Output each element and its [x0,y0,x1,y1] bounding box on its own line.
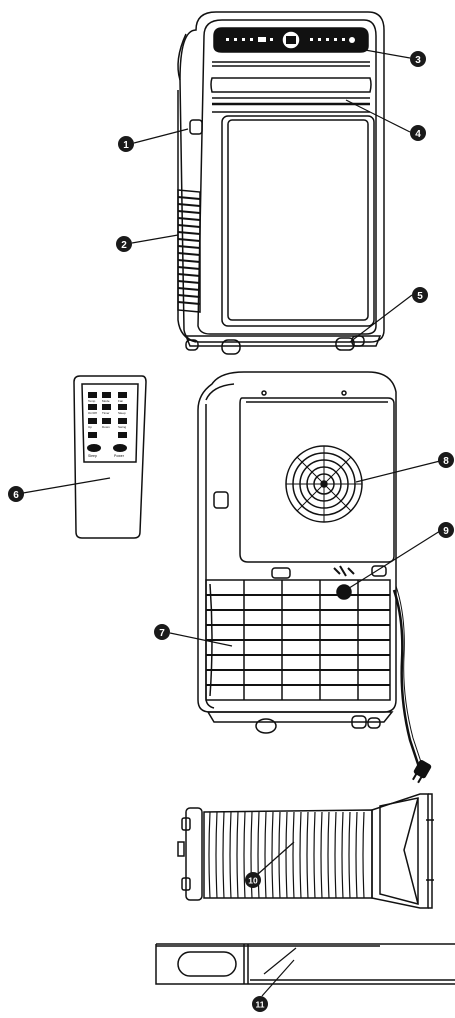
callout-10-number: 10 [248,876,258,886]
remote-label-mode: Mode [102,399,110,403]
callout-2-number: 2 [121,240,127,251]
remote-label-timer: Timer [102,411,110,415]
callout-1: 1 [118,136,134,152]
exhaust-hose [177,793,434,909]
rear-air-intake-grille [205,579,391,701]
callout-6-number: 6 [13,490,19,501]
callout-9-number: 9 [443,526,449,537]
callout-11-leader [261,959,295,997]
callout-2: 2 [116,236,132,252]
exhaust-outlet [285,445,363,523]
remote-label-up: Up [88,425,92,429]
remote-label-onoff: On/Off [88,411,97,415]
callout-3-number: 3 [415,55,421,66]
rear-view-unit [197,371,432,784]
callout-layer [22,46,441,975]
remote-control: Temp Mode Fan On/Off Timer Sleep Up Down… [73,375,147,539]
remote-label-swing: Swing [118,425,127,429]
remote-label-fan: Fan [118,399,124,403]
callout-6: 6 [8,486,24,502]
remote-bottom-label-power: Power [114,454,125,458]
callout-7-number: 7 [159,628,165,639]
power-plug-icon [412,760,432,784]
callout-8-number: 8 [443,456,449,467]
callout-5: 5 [412,287,428,303]
window-slider-kit [155,943,455,985]
side-air-intake-grille [177,189,201,313]
air-outlet-louver [210,77,372,93]
callout-10: 10 [245,872,261,888]
remote-label-sleep: Sleep [118,411,126,415]
callout-5-number: 5 [417,291,423,302]
remote-label-temp: Temp [88,399,96,403]
remote-label-down: Down [102,425,110,429]
callout-11: 11 [252,996,268,1012]
side-handle [189,119,203,135]
caster-wheel-rear [255,715,381,734]
remote-bottom-label-sleep: Sleep [88,454,97,458]
callout-7: 7 [154,624,170,640]
callout-11-number: 11 [256,1000,265,1010]
callout-8: 8 [438,452,454,468]
callout-4: 4 [410,125,426,141]
callout-9: 9 [438,522,454,538]
caster-wheel [185,335,365,355]
front-view-unit [177,11,385,355]
callout-1-number: 1 [123,140,129,151]
callout-3: 3 [410,51,426,67]
callout-4-number: 4 [415,129,421,140]
